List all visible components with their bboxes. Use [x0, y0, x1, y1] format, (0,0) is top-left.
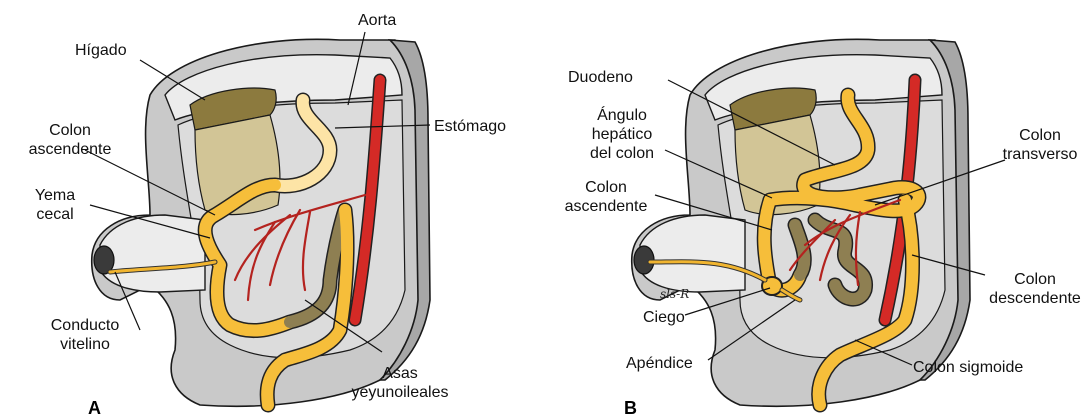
label-line: hepático	[592, 126, 653, 143]
label-descending-colon: Colon descendente	[989, 271, 1081, 307]
label-line: Colon	[1019, 127, 1061, 144]
panel-b-illustration	[632, 39, 970, 406]
label-line: ascendente	[565, 198, 648, 215]
label-line: cecal	[36, 206, 73, 223]
label-line: Yema	[35, 187, 75, 204]
label-line: ascendente	[29, 141, 112, 158]
label-line: del colon	[590, 145, 654, 162]
panel-a-illustration	[92, 39, 430, 406]
panel-a-label: A	[88, 398, 101, 416]
label-stomach: Estómago	[434, 118, 506, 135]
label-line: Colon	[49, 122, 91, 139]
label-hepatic-flexure: Ángulo hepático del colon	[590, 105, 654, 162]
label-line: Conducto	[51, 317, 120, 334]
label-line: Ángulo	[597, 105, 647, 124]
label-appendix: Apéndice	[626, 355, 693, 372]
label-line: Asas	[382, 365, 418, 382]
label-line: Colon	[1014, 271, 1056, 288]
label-transverse-colon: Colon transverso	[1003, 127, 1078, 163]
artist-signature: sls-R	[660, 287, 689, 301]
label-liver: Hígado	[75, 42, 127, 59]
label-line: descendente	[989, 290, 1081, 307]
label-cecal-bud: Yema cecal	[35, 187, 75, 223]
label-cecum: Ciego	[643, 309, 685, 326]
label-duodenum: Duodeno	[568, 69, 633, 86]
label-ascending-colon-b: Colon ascendente	[565, 179, 648, 215]
label-ascending-colon-a: Colon ascendente	[29, 122, 112, 158]
label-aorta: Aorta	[358, 12, 396, 29]
label-line: yeyunoileales	[352, 384, 449, 401]
label-sigmoid-colon: Colon sigmoide	[913, 359, 1023, 376]
label-line: Colon	[585, 179, 627, 196]
label-line: vitelino	[60, 336, 110, 353]
label-vitelline-duct: Conducto vitelino	[51, 317, 120, 353]
panel-b-label: B	[624, 398, 637, 416]
label-line: transverso	[1003, 146, 1078, 163]
